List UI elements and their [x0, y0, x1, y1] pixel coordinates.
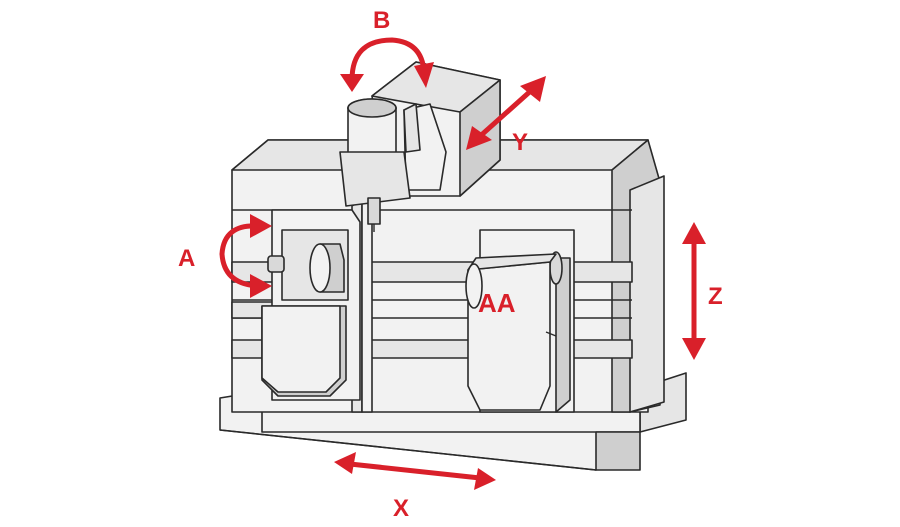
a-axis-arrow	[219, 214, 272, 298]
right-fixture	[465, 229, 575, 413]
x-axis-label: X	[393, 495, 409, 522]
x-axis-arrow	[334, 452, 496, 490]
b-axis-label: B	[373, 7, 390, 34]
y-axis-arrow	[466, 76, 546, 150]
z-axis-arrow	[682, 222, 706, 360]
spindle-head	[339, 61, 501, 232]
aa-label: AA	[478, 288, 516, 318]
a-axis-label: A	[178, 245, 195, 272]
z-axis-label: Z	[708, 283, 723, 310]
y-axis-label: Y	[512, 129, 528, 156]
b-axis-arrow	[340, 37, 434, 92]
left-fixture	[261, 209, 361, 401]
